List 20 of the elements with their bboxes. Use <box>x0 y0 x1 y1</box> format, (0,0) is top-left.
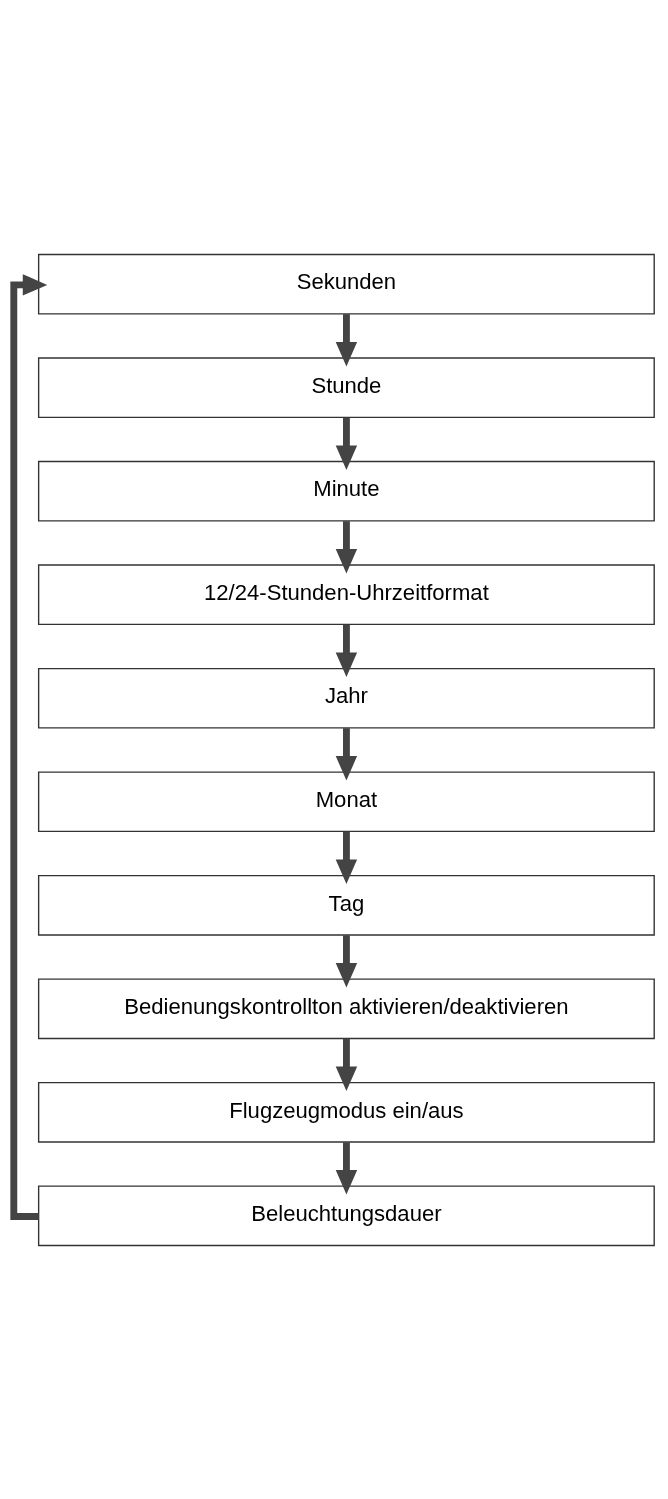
arrow <box>10 273 48 1220</box>
node-box: Minute <box>37 460 655 522</box>
node-box: Beleuchtungsdauer <box>37 1184 655 1246</box>
arrow <box>335 520 358 573</box>
node-box: Tag <box>37 874 655 936</box>
node-box: Sekunden <box>37 253 655 315</box>
arrow <box>335 624 358 677</box>
arrow <box>335 831 358 884</box>
arrow <box>335 1141 358 1195</box>
node-box: Stunde <box>37 356 655 418</box>
arrow <box>335 313 358 366</box>
arrow <box>335 1038 358 1091</box>
arrow <box>335 934 358 987</box>
node-box: Flugzeugmodus ein/aus <box>37 1081 655 1143</box>
arrow <box>335 727 358 780</box>
node-box: Jahr <box>37 667 655 729</box>
arrow <box>335 417 358 470</box>
node-box: 12/24-Stunden-Uhrzeitformat <box>37 563 655 625</box>
node-box: Monat <box>37 770 655 832</box>
node-box: Bedienungskontrollton aktivieren/deaktivieren <box>37 977 655 1039</box>
